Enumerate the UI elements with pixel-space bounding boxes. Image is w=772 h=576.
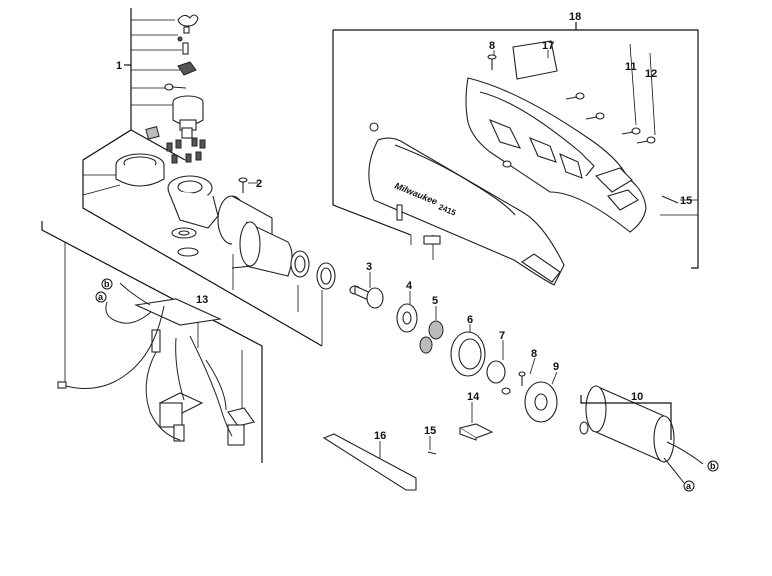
end-plate-part-9	[524, 381, 558, 423]
wire-top-a	[105, 301, 152, 324]
wire-label-a-right: a	[683, 480, 695, 492]
group-1-leaders	[82, 19, 182, 196]
callout-16: 16	[374, 430, 386, 442]
callout-8-top: 8	[489, 40, 495, 52]
callout-17: 17	[542, 40, 554, 52]
svg-text:b: b	[104, 279, 110, 289]
ratchet-head-part	[172, 95, 204, 139]
block-part	[145, 126, 160, 140]
screw-part-8-top	[487, 54, 497, 70]
carrier-part-4	[396, 303, 418, 333]
planet-gears-part-5	[419, 320, 444, 354]
right-housing-shell	[465, 77, 647, 233]
callout-3: 3	[366, 261, 372, 273]
motor-part-10	[579, 385, 675, 463]
wire-mid-4	[205, 359, 227, 411]
pin-part	[182, 42, 189, 55]
callout-18: 18	[569, 11, 581, 23]
trigger-part	[227, 407, 255, 446]
pin-part-15-bottom	[427, 451, 437, 455]
wire-left-1	[65, 305, 165, 389]
screws-part-11	[502, 92, 656, 168]
callout-leaders	[248, 50, 558, 458]
callout-9: 9	[553, 361, 559, 373]
callout-6: 6	[467, 314, 473, 326]
ball-part	[177, 36, 183, 42]
screw-part-1	[164, 83, 187, 91]
callout-7: 7	[499, 330, 505, 342]
wire-label-b-right: b	[707, 460, 719, 472]
wire-mid-2	[189, 335, 233, 437]
pawl-part	[177, 61, 197, 76]
switch-body-part	[158, 392, 204, 442]
svg-text:a: a	[98, 292, 104, 302]
group-18-bracket	[332, 22, 699, 269]
motor-wire-a	[663, 457, 685, 484]
svg-text:a: a	[686, 481, 692, 491]
motor-wire-b	[666, 441, 704, 465]
plate-part-16	[322, 433, 417, 491]
sleeve-part	[239, 221, 293, 277]
callout-1: 1	[116, 60, 122, 72]
shaft-part-3	[349, 285, 384, 309]
connector-part	[57, 381, 67, 389]
callout-4: 4	[406, 280, 413, 292]
bearings-part	[290, 250, 336, 290]
brush-holder-part-14	[458, 423, 494, 441]
ratchet-housing-part	[167, 175, 273, 269]
leader-11	[629, 43, 637, 126]
label-plate-part	[512, 40, 558, 80]
wire-label-a-left: a	[95, 291, 107, 303]
callout-10: 10	[631, 391, 643, 403]
callout-15-bottom: 15	[424, 425, 436, 437]
callout-13: 13	[196, 294, 208, 306]
screw-part-8-bottom	[501, 371, 526, 395]
wire-mid-1	[145, 351, 181, 441]
callout-5: 5	[432, 295, 438, 307]
callout-8-bottom: 8	[531, 348, 537, 360]
bolt-part-2	[238, 177, 248, 193]
ring-gear-part-6	[450, 331, 486, 377]
gear-ring-part	[115, 153, 165, 187]
wire-mid-3	[175, 337, 185, 401]
wire-top-b	[119, 282, 151, 306]
knob-part	[177, 14, 199, 34]
svg-text:b: b	[710, 461, 716, 471]
washer-part-7	[486, 360, 506, 384]
group-10-bracket	[580, 395, 672, 440]
callout-14: 14	[467, 391, 480, 403]
pin-part-15	[661, 195, 679, 204]
washers-part	[171, 227, 199, 257]
callout-15-right: 15	[680, 195, 692, 207]
wire-label-b-left: b	[101, 278, 113, 290]
callout-11: 11	[625, 61, 637, 73]
switch-bracket-part	[134, 298, 222, 353]
callout-12: 12	[645, 68, 657, 80]
callout-2: 2	[256, 178, 262, 190]
springs-part	[166, 137, 206, 164]
leader-12	[649, 52, 656, 136]
left-housing-shell: Milwaukee 2415	[368, 122, 565, 286]
